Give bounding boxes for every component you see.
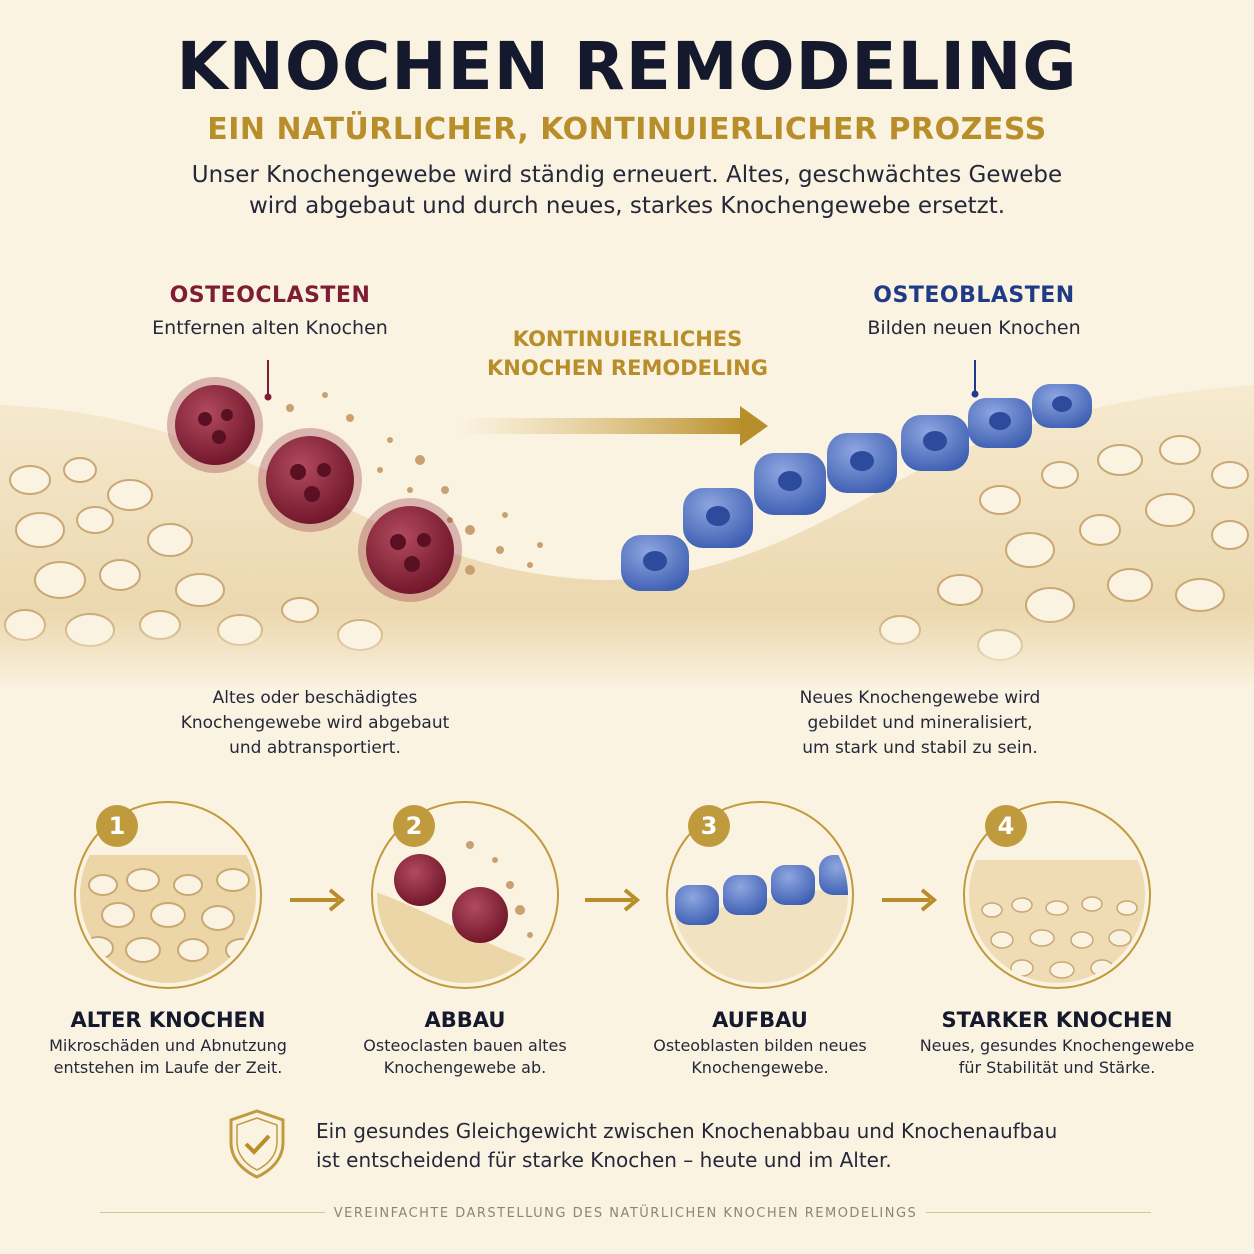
bone-remodeling-illustration	[0, 360, 1254, 690]
page-title: KNOCHEN REMODELING	[176, 28, 1078, 105]
step-4-image	[963, 801, 1151, 989]
process-label-line-1: KONTINUIERLICHES	[512, 327, 743, 351]
step-2-title: ABBAU	[424, 1008, 506, 1032]
balance-note-line-1: Ein gesundes Gleichgewicht zwischen Knoc…	[316, 1119, 1058, 1143]
osteoclasts-title: OSTEOCLASTEN	[169, 283, 371, 308]
step-1-desc-line-1: Mikroschäden und Abnutzung	[49, 1036, 287, 1055]
step-4-number-badge: 4	[985, 805, 1027, 847]
bone-debris	[286, 392, 543, 575]
osteoblasts-title: OSTEOBLASTEN	[873, 283, 1075, 308]
intro-line-2: wird abgebaut und durch neues, starkes K…	[248, 193, 1006, 219]
intro-text: Unser Knochengewebe wird ständig erneuer…	[0, 160, 1254, 222]
caption-right-line-1: Neues Knochengewebe wird	[799, 688, 1041, 708]
step-2: 2 ABBAU Osteoclasten bauen altes Knochen…	[320, 800, 610, 1090]
shield-check-icon	[229, 1109, 285, 1179]
arrow-right-icon	[882, 888, 938, 912]
step-1-number-badge: 1	[96, 805, 138, 847]
balance-note-line-2: ist entscheidend für starke Knochen – he…	[316, 1148, 892, 1172]
caption-left-line-3: und abtransportiert.	[229, 738, 401, 758]
step-1: 1 ALTER KNOCHEN Mikroschäden und Abnutzu…	[23, 800, 313, 1090]
caption-left-line-2: Knochengewebe wird abgebaut	[180, 713, 450, 733]
step-1-description: Mikroschäden und Abnutzung entstehen im …	[23, 1035, 313, 1079]
page-subtitle: EIN NATÜRLICHER, KONTINUIERLICHER PROZES…	[207, 112, 1047, 147]
caption-left-line-1: Altes oder beschädigtes	[212, 688, 418, 708]
step-3-title: AUFBAU	[712, 1008, 808, 1032]
step-4-title: STARKER KNOCHEN	[941, 1008, 1173, 1032]
arrow-right-icon	[455, 406, 768, 446]
arrow-right-icon	[585, 888, 641, 912]
arrow-right-icon	[290, 888, 346, 912]
process-label-line-2: KNOCHEN REMODELING	[487, 356, 768, 380]
process-label: KONTINUIERLICHES KNOCHEN REMODELING	[465, 325, 790, 383]
step-2-number-badge: 2	[393, 805, 435, 847]
osteoclasts-subtitle: Entfernen alten Knochen	[152, 317, 388, 339]
step-1-image	[74, 801, 262, 989]
step-4-description: Neues, gesundes Knochengewebe für Stabil…	[912, 1035, 1202, 1079]
step-3: 3 AUFBAU Osteoblasten bilden neues Knoch…	[615, 800, 905, 1090]
intro-line-1: Unser Knochengewebe wird ständig erneuer…	[191, 162, 1063, 188]
footer-divider-right	[926, 1212, 1151, 1213]
step-1-desc-line-2: entstehen im Laufe der Zeit.	[53, 1058, 283, 1077]
caption-right-line-2: gebildet und mineralisiert,	[807, 713, 1033, 733]
caption-right-line-3: um stark und stabil zu sein.	[802, 738, 1038, 758]
balance-note: Ein gesundes Gleichgewicht zwischen Knoc…	[316, 1117, 1076, 1175]
step-3-desc-line-2: Knochengewebe.	[691, 1058, 829, 1077]
step-3-number-badge: 3	[688, 805, 730, 847]
caption-resorption: Altes oder beschädigtes Knochengewebe wi…	[150, 686, 480, 761]
step-2-desc-line-1: Osteoclasten bauen altes	[363, 1036, 567, 1055]
osteoblasts-subtitle: Bilden neuen Knochen	[867, 317, 1081, 339]
step-4-desc-line-1: Neues, gesundes Knochengewebe	[919, 1036, 1195, 1055]
step-1-title: ALTER KNOCHEN	[70, 1008, 266, 1032]
footer-divider-left	[100, 1212, 325, 1213]
osteoblast-cells	[621, 384, 1092, 591]
step-4: 4 STARKER KNOCHEN Neues, gesundes Knoche…	[912, 800, 1202, 1090]
step-3-description: Osteoblasten bilden neues Knochengewebe.	[615, 1035, 905, 1079]
footer-text: VEREINFACHTE DARSTELLUNG DES NATÜRLICHEN…	[333, 1206, 918, 1221]
step-4-desc-line-2: für Stabilität und Stärke.	[958, 1058, 1156, 1077]
step-3-image	[666, 801, 854, 989]
osteoclast-cells	[167, 377, 462, 602]
caption-formation: Neues Knochengewebe wird gebildet und mi…	[755, 686, 1085, 761]
step-2-desc-line-2: Knochengewebe ab.	[383, 1058, 547, 1077]
step-3-desc-line-1: Osteoblasten bilden neues	[653, 1036, 867, 1055]
step-2-description: Osteoclasten bauen altes Knochengewebe a…	[320, 1035, 610, 1079]
step-2-image	[371, 801, 559, 989]
